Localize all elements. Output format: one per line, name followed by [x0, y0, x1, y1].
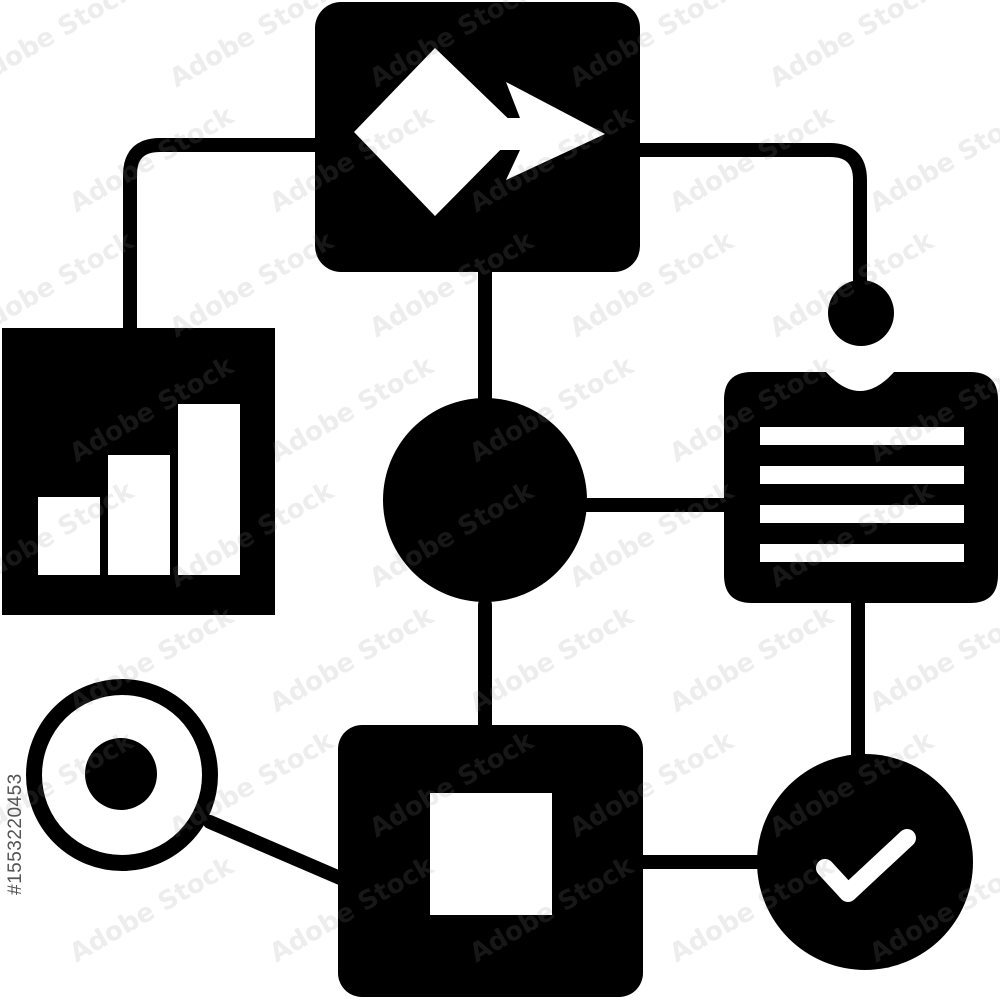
list-line — [760, 544, 964, 562]
connector-lines — [123, 138, 867, 885]
chart-bar — [108, 455, 170, 575]
connector-dot — [828, 280, 894, 346]
list-line — [760, 505, 964, 523]
stop-square-icon — [430, 793, 552, 915]
stock-id-label: #1553220453 — [5, 773, 26, 895]
list-document-icon — [760, 427, 964, 562]
list-line — [760, 466, 964, 484]
chart-bar — [38, 497, 100, 575]
diamond-arrow-icon — [354, 48, 605, 216]
check-node — [757, 754, 973, 970]
decision-node — [315, 2, 640, 272]
hub-circle — [383, 398, 587, 602]
chart-bar — [178, 404, 240, 575]
connector-target-to-stop — [203, 815, 347, 885]
target-center — [85, 738, 157, 810]
chart-node — [2, 328, 275, 615]
list-node — [724, 372, 998, 603]
connector-chart-to-decision — [123, 138, 327, 337]
checkmark-icon — [816, 829, 916, 902]
bar-chart-icon — [38, 404, 240, 575]
connector-decision-to-dot — [633, 143, 867, 307]
stop-node — [338, 725, 643, 997]
list-line — [760, 427, 964, 445]
target-icon — [26, 679, 218, 871]
